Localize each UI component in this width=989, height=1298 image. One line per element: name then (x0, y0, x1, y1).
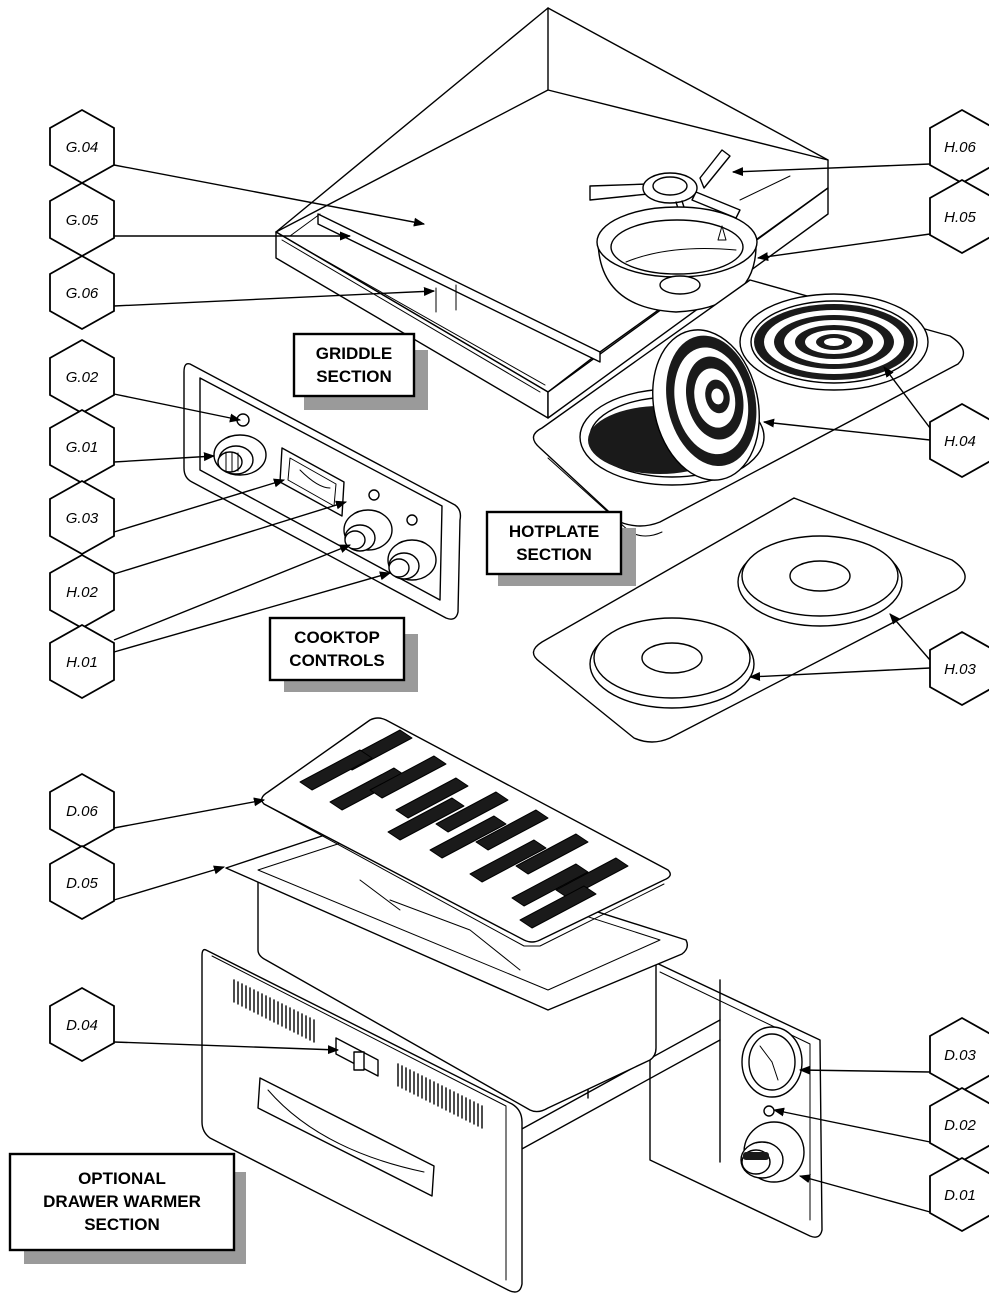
leader-lines (113, 163, 931, 1213)
section-label-drawer-warmer: OPTIONAL DRAWER WARMER SECTION (8, 1152, 246, 1264)
hotplate-illustration (532, 149, 966, 743)
callout-d01: D.01 (929, 1156, 989, 1233)
griddle-label-line-2: SECTION (316, 367, 392, 386)
callout-g05-label: G.05 (66, 212, 99, 229)
griddle-label-line-1: GRIDDLE (316, 344, 393, 363)
callout-g02: G.02 (49, 338, 115, 415)
callout-d03: D.03 (929, 1016, 989, 1093)
section-label-cooktop: COOKTOP CONTROLS (268, 616, 418, 692)
callout-g01: G.01 (49, 408, 115, 485)
callout-g03-label: G.03 (66, 510, 99, 527)
callout-d04-label: D.04 (66, 1017, 98, 1034)
callout-h05: H.05 (929, 178, 989, 255)
section-label-hotplate: HOTPLATE SECTION (485, 510, 636, 586)
callout-g02-label: G.02 (66, 369, 99, 386)
drawer-label-line-2: DRAWER WARMER (43, 1192, 201, 1211)
cooktop-label-line-1: COOKTOP (294, 628, 380, 647)
drawer-label-line-1: OPTIONAL (78, 1169, 166, 1188)
callout-h03: H.03 (929, 630, 989, 707)
cooktop-label-line-2: CONTROLS (289, 651, 384, 670)
drawer-warmer-illustration (201, 717, 823, 1293)
callout-g04-label: G.04 (66, 139, 99, 156)
callout-h01: H.01 (49, 623, 115, 700)
callout-h04: H.04 (929, 402, 989, 479)
callout-h05-label: H.05 (944, 209, 976, 226)
callout-d02: D.02 (929, 1086, 989, 1163)
section-label-griddle: GRIDDLE SECTION (292, 332, 428, 410)
hotplate-label-line-1: HOTPLATE (509, 522, 599, 541)
drawer-vent-right (397, 1063, 483, 1129)
callout-h02: H.02 (49, 553, 115, 630)
drawer-vent-left (233, 979, 315, 1043)
callout-h01-label: H.01 (66, 654, 98, 671)
callout-d06-label: D.06 (66, 803, 98, 820)
callout-d06: D.06 (49, 772, 115, 849)
callout-g06: G.06 (49, 254, 115, 331)
callout-g03: G.03 (49, 479, 115, 556)
callout-d05: D.05 (49, 844, 115, 921)
callout-h04-label: H.04 (944, 433, 976, 450)
callout-d02-label: D.02 (944, 1117, 976, 1134)
callout-d05-label: D.05 (66, 875, 98, 892)
drawer-label-line-3: SECTION (84, 1215, 160, 1234)
callout-d04: D.04 (49, 986, 115, 1063)
callout-d01-label: D.01 (944, 1187, 976, 1204)
callout-d03-label: D.03 (944, 1047, 976, 1064)
callout-h06: H.06 (929, 108, 989, 185)
callout-h03-label: H.03 (944, 661, 976, 678)
callout-h02-label: H.02 (66, 584, 98, 601)
callout-g01-label: G.01 (66, 439, 99, 456)
callout-g06-label: G.06 (66, 285, 99, 302)
callout-g04: G.04 (49, 108, 115, 185)
cooktop-control-panel (183, 362, 462, 620)
callout-g05: G.05 (49, 181, 115, 258)
callout-h06-label: H.06 (944, 139, 976, 156)
grille-slots (299, 729, 629, 929)
hotplate-label-line-2: SECTION (516, 545, 592, 564)
